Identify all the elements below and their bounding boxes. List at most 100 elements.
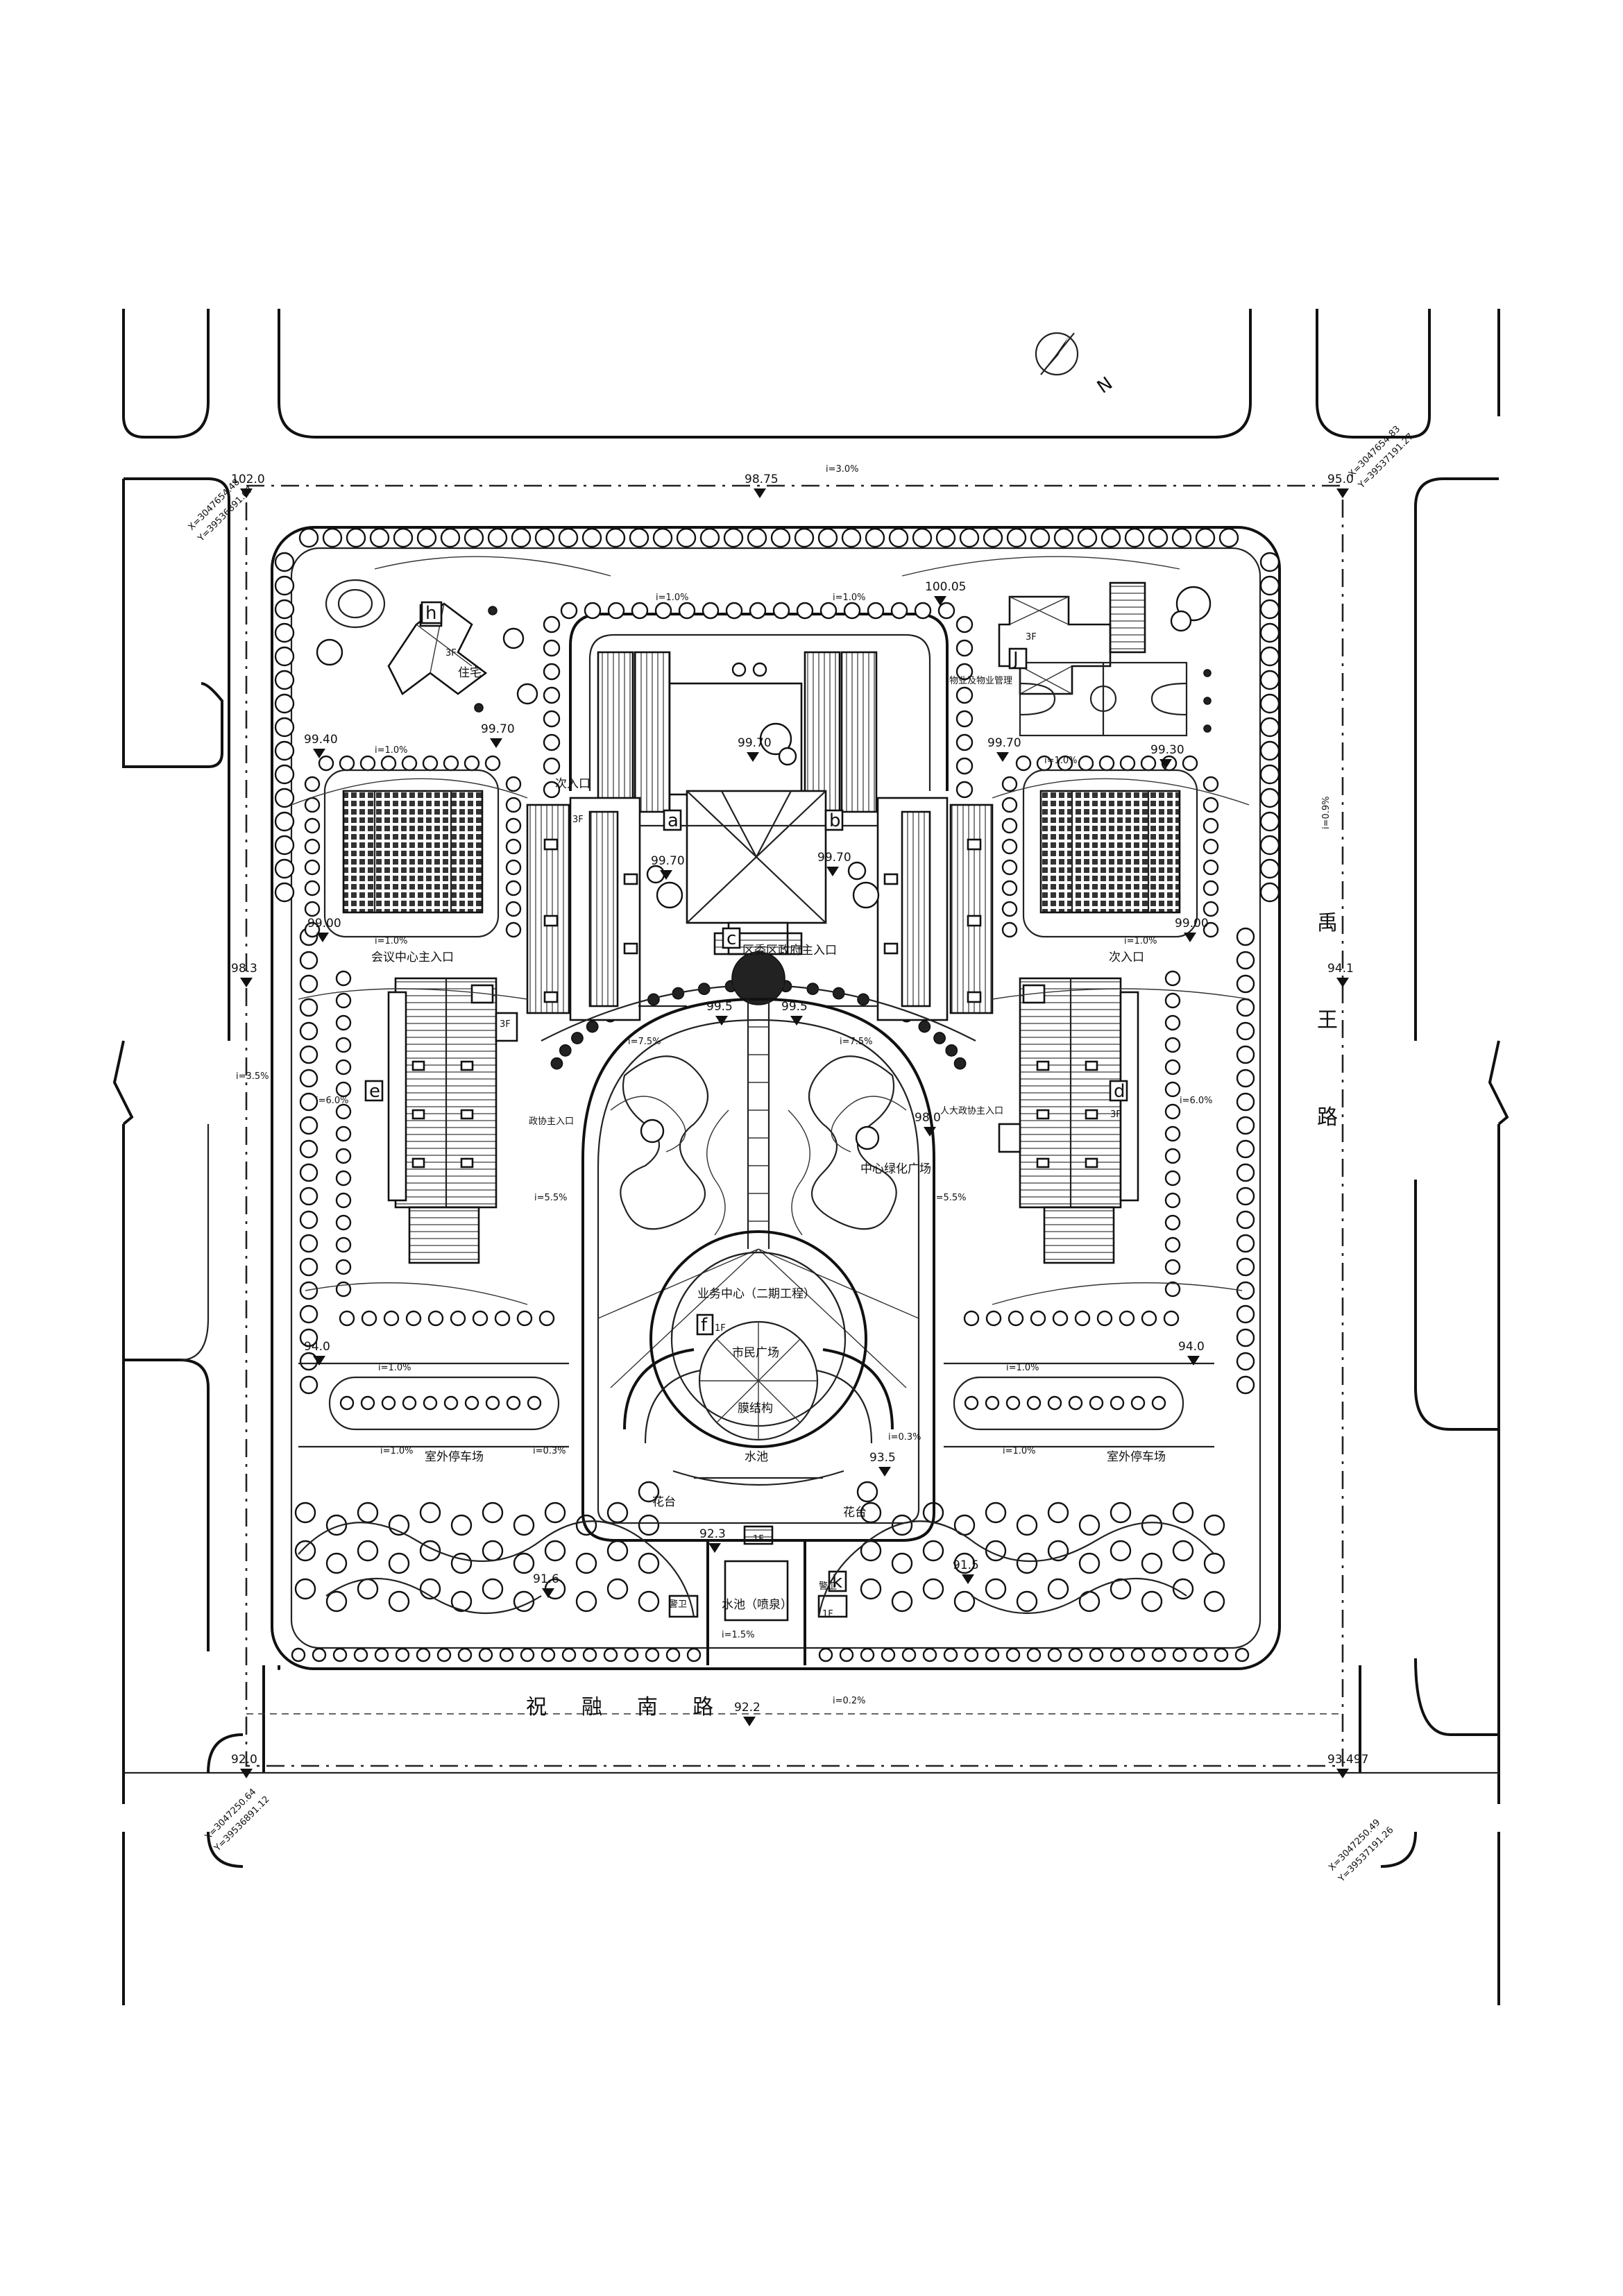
elevation-court-top: 99.70 xyxy=(738,736,772,750)
tree-icon xyxy=(294,1578,316,1600)
tree-icon xyxy=(1236,1352,1255,1371)
tree-icon xyxy=(638,1514,660,1536)
tree-icon xyxy=(318,755,334,772)
tree-icon xyxy=(985,1310,1002,1327)
elevation-triangle-icon xyxy=(878,1467,891,1477)
tree-icon xyxy=(796,602,814,620)
tree-icon xyxy=(1110,1395,1125,1411)
tree-icon xyxy=(1151,1395,1166,1411)
tree-icon xyxy=(1164,970,1181,987)
tree-icon xyxy=(304,880,321,896)
tree-icon xyxy=(357,1502,379,1524)
tree-icon xyxy=(505,838,522,855)
road-south-3: 南 xyxy=(637,1695,658,1719)
tree-icon xyxy=(725,602,743,620)
tree-icon xyxy=(360,1395,375,1411)
tree-icon xyxy=(506,1395,521,1411)
tree-icon xyxy=(298,527,319,548)
tree-icon xyxy=(380,755,397,772)
tree-icon xyxy=(1164,1236,1181,1253)
tree-icon xyxy=(1236,1092,1255,1112)
label-c: c xyxy=(726,928,736,949)
fountain: 水池（喷泉） xyxy=(722,1598,792,1612)
tree-icon xyxy=(1164,1281,1181,1298)
tree-icon xyxy=(1203,838,1219,855)
tree-icon xyxy=(890,602,908,620)
tree-icon xyxy=(274,575,295,596)
tree-icon xyxy=(1259,552,1280,572)
tree-icon xyxy=(427,1310,444,1327)
tree-icon xyxy=(1164,1014,1181,1031)
tree-icon xyxy=(607,602,625,620)
tree-icon xyxy=(1001,838,1018,855)
tree-icon xyxy=(1171,527,1192,548)
elevation-triangle-icon xyxy=(826,867,839,876)
label-a: a xyxy=(668,810,679,831)
slope-e-box: i=1.0% xyxy=(1124,936,1157,946)
tree-icon xyxy=(985,1395,1000,1411)
tree-icon xyxy=(953,1552,976,1574)
j-floors: 3F xyxy=(1026,632,1037,643)
slope-inner-top-r: i=1.0% xyxy=(833,593,866,603)
tree-icon xyxy=(1236,1116,1255,1135)
elevation-triangle-icon xyxy=(542,1588,554,1598)
elevation-triangle-icon xyxy=(240,1769,253,1778)
tree-icon xyxy=(505,776,522,792)
elevation-triangle-icon xyxy=(962,1574,974,1584)
parking-labels: 室外停车场 室外停车场 xyxy=(425,1450,1166,1464)
tree-icon xyxy=(353,1647,368,1663)
elevation-inner-nw2: 99.70 xyxy=(481,722,515,736)
slope-w-low: i=5.5% xyxy=(534,1193,568,1203)
road-south-4: 路 xyxy=(692,1695,713,1719)
tree-icon xyxy=(335,1125,352,1142)
elevation-court-a: 99.70 xyxy=(651,854,685,868)
slope-labels: i=3.0%i=0.2%i=0.9%i=3.5%i=1.0%i=1.0%i=1.… xyxy=(236,464,1332,1706)
property-j xyxy=(998,581,1212,737)
tree-icon xyxy=(274,693,295,714)
service-center: 业务中心（二期工程） xyxy=(697,1287,815,1301)
tree-icon xyxy=(985,1502,1007,1524)
tree-icon xyxy=(1141,1514,1163,1536)
tree-icon xyxy=(1214,1647,1229,1663)
elevation-se-inner: 94.0 xyxy=(1178,1340,1205,1354)
slope-park-l1: i=1.0% xyxy=(380,1446,414,1456)
elevation-inner-ne: 99.70 xyxy=(987,736,1021,750)
tree-icon xyxy=(274,811,295,832)
elevation-court-b: 99.70 xyxy=(817,851,851,865)
elevation-triangle-icon xyxy=(240,978,253,987)
tree-icon xyxy=(299,1045,318,1064)
tree-icon xyxy=(1259,575,1280,596)
tree-icon xyxy=(571,1032,584,1044)
tree-icon xyxy=(1006,527,1027,548)
tree-icon xyxy=(1101,527,1121,548)
elevation-corner-sw: 92.0 xyxy=(231,1753,257,1767)
tree-icon xyxy=(558,527,579,548)
elevation-east-gate: 98.0 xyxy=(915,1111,941,1125)
tree-icon xyxy=(402,1395,417,1411)
elevation-triangle-icon xyxy=(743,1717,756,1726)
gov-complex xyxy=(526,651,994,1021)
tree-icon xyxy=(299,1328,318,1347)
tree-icon xyxy=(606,1578,629,1600)
tree-icon xyxy=(299,1021,318,1041)
tree-icon xyxy=(291,1647,306,1663)
slope-plaza-r: i=7.5% xyxy=(840,1037,873,1047)
tree-icon xyxy=(505,901,522,917)
tree-icon xyxy=(543,686,561,704)
tree-icon xyxy=(299,974,318,994)
elevation-court-top2: 100.05 xyxy=(925,580,966,594)
tree-icon xyxy=(482,1540,504,1562)
tree-icon xyxy=(702,602,720,620)
tree-icon xyxy=(357,1540,379,1562)
slope-east: i=0.9% xyxy=(1321,796,1332,829)
tree-icon xyxy=(436,1647,452,1663)
tree-icon xyxy=(747,527,767,548)
tree-icon xyxy=(304,838,321,855)
tree-icon xyxy=(959,527,980,548)
tree-icon xyxy=(1089,1647,1104,1663)
slope-park-top-l: i=1.0% xyxy=(378,1363,411,1373)
coord-se: X=3047250.49 Y=39537191.26 xyxy=(1327,1817,1395,1885)
elevation-plaza-l: 99.5 xyxy=(706,1000,733,1014)
tree-icon xyxy=(1001,880,1018,896)
tree-icon xyxy=(335,1148,352,1164)
